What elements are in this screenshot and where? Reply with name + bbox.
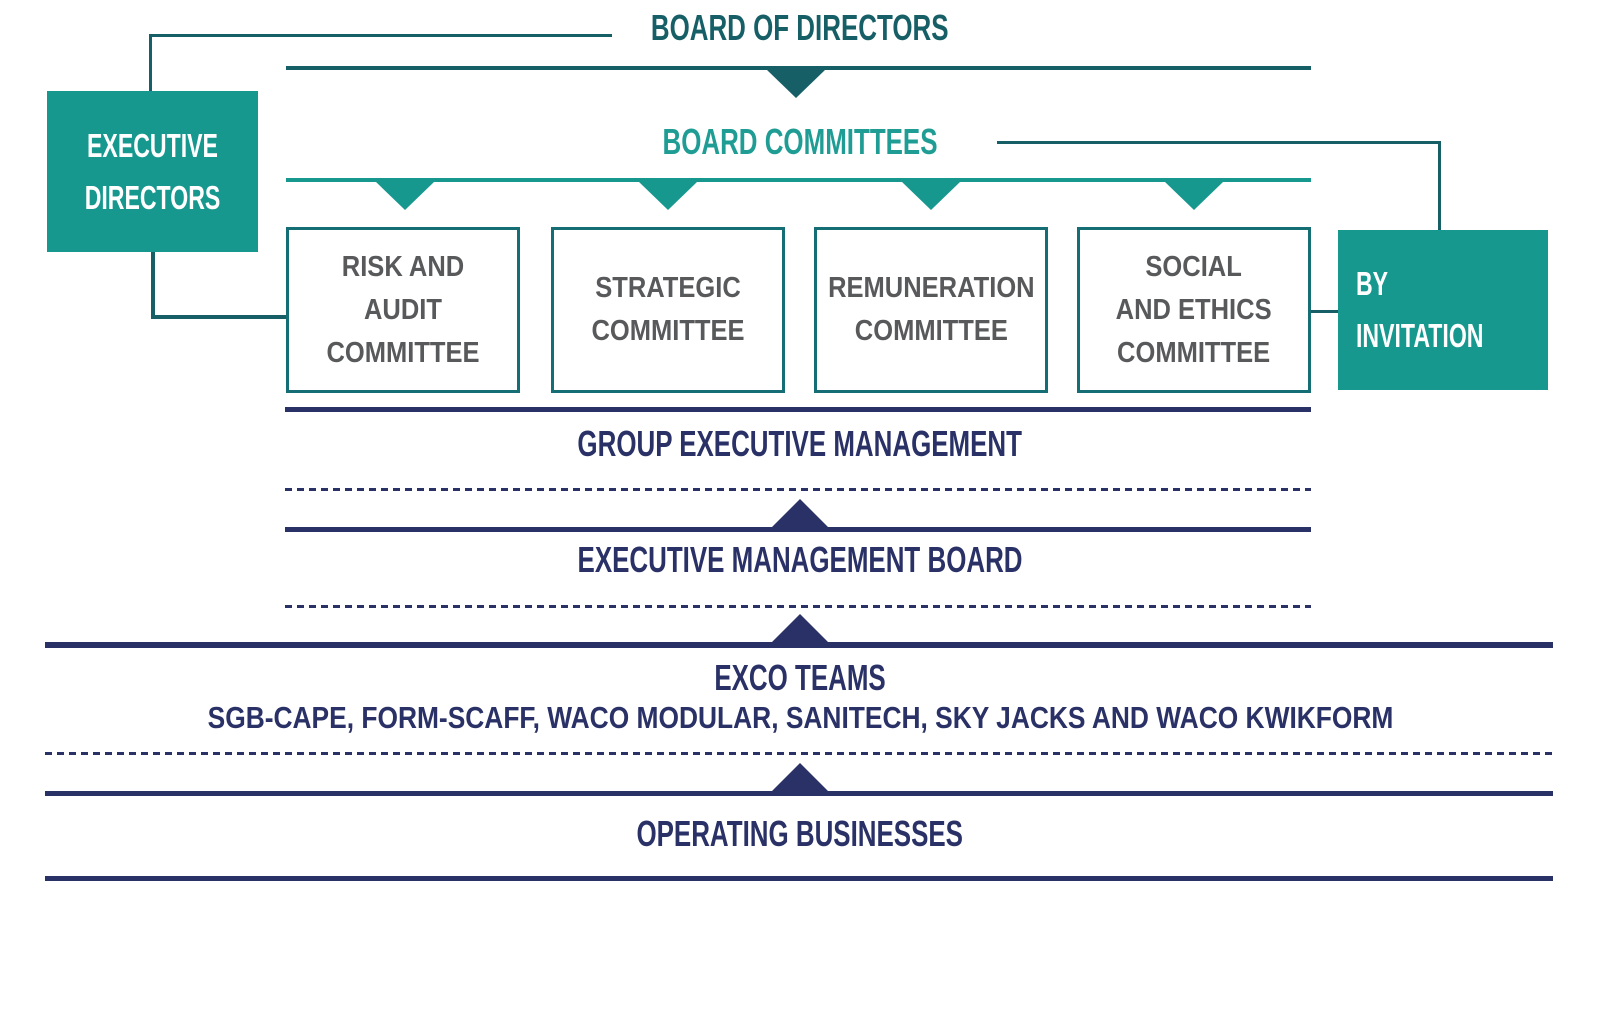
dashed-line: [45, 752, 1553, 755]
exec-directors-committee-connector: [151, 315, 291, 319]
exco-teams-text: EXCO TEAMS: [714, 657, 886, 698]
executive-directors-box: EXECUTIVE DIRECTORS: [47, 91, 258, 252]
arrow-down-icon: [639, 182, 697, 210]
arrow-down-icon: [1165, 182, 1223, 210]
arrow-up-icon: [772, 614, 828, 642]
social-ethics-by-invitation-connector: [1311, 310, 1338, 313]
exco-teams-label: EXCO TEAMS: [0, 658, 1600, 698]
exec-directors-top-connector: [149, 34, 152, 92]
separator-line: [45, 876, 1553, 881]
board-underline: [286, 66, 1311, 70]
separator-line: [45, 791, 1553, 796]
board-of-directors-text: BOARD OF DIRECTORS: [651, 7, 949, 48]
committees-line: [286, 178, 1311, 182]
committee-box-risk-and-audit: RISK AND AUDIT COMMITTEE: [286, 227, 520, 393]
executive-management-board-label: EXECUTIVE MANAGEMENT BOARD: [0, 540, 1600, 580]
dashed-line: [285, 488, 1311, 491]
executive-directors-text: EXECUTIVE DIRECTORS: [84, 126, 221, 216]
committee-label: STRATEGIC COMMITTEE: [591, 272, 745, 347]
board-of-directors-label: BOARD OF DIRECTORS: [0, 8, 1600, 48]
exco-companies-text: SGB-CAPE, FORM-SCAFF, WACO MODULAR, SANI…: [207, 700, 1393, 735]
board-left-connector-line: [149, 34, 612, 37]
by-invitation-connector-horizontal: [997, 141, 1441, 144]
committee-box-social-and-ethics: SOCIAL AND ETHICS COMMITTEE: [1077, 227, 1311, 393]
separator-line: [285, 527, 1311, 532]
exec-directors-bottom-connector: [151, 252, 155, 316]
operating-businesses-label: OPERATING BUSINESSES: [0, 814, 1600, 854]
arrow-down-icon: [902, 182, 960, 210]
by-invitation-text: BY INVITATION: [1356, 265, 1484, 354]
board-committees-label: BOARD COMMITTEES: [0, 122, 1600, 162]
committee-label: REMUNERATION COMMITTEE: [827, 272, 1035, 347]
group-executive-management-text: GROUP EXECUTIVE MANAGEMENT: [577, 423, 1023, 464]
executive-management-board-text: EXECUTIVE MANAGEMENT BOARD: [577, 539, 1023, 580]
separator-line: [45, 642, 1553, 648]
committee-label: RISK AND AUDIT COMMITTEE: [326, 250, 480, 369]
dashed-line: [285, 605, 1311, 608]
arrow-down-icon: [767, 70, 825, 98]
separator-line: [285, 407, 1311, 412]
board-committees-text: BOARD COMMITTEES: [662, 121, 938, 162]
arrow-up-icon: [772, 763, 828, 791]
arrow-up-icon: [772, 499, 828, 527]
by-invitation-box: BY INVITATION: [1338, 230, 1548, 390]
group-executive-management-label: GROUP EXECUTIVE MANAGEMENT: [0, 424, 1600, 464]
by-invitation-connector-vertical: [1438, 141, 1441, 233]
operating-businesses-text: OPERATING BUSINESSES: [636, 813, 964, 854]
committee-box-remuneration: REMUNERATION COMMITTEE: [814, 227, 1048, 393]
committee-label: SOCIAL AND ETHICS COMMITTEE: [1116, 250, 1272, 369]
arrow-down-icon: [376, 182, 434, 210]
committee-box-strategic: STRATEGIC COMMITTEE: [551, 227, 785, 393]
exco-companies-label: SGB-CAPE, FORM-SCAFF, WACO MODULAR, SANI…: [0, 700, 1600, 736]
